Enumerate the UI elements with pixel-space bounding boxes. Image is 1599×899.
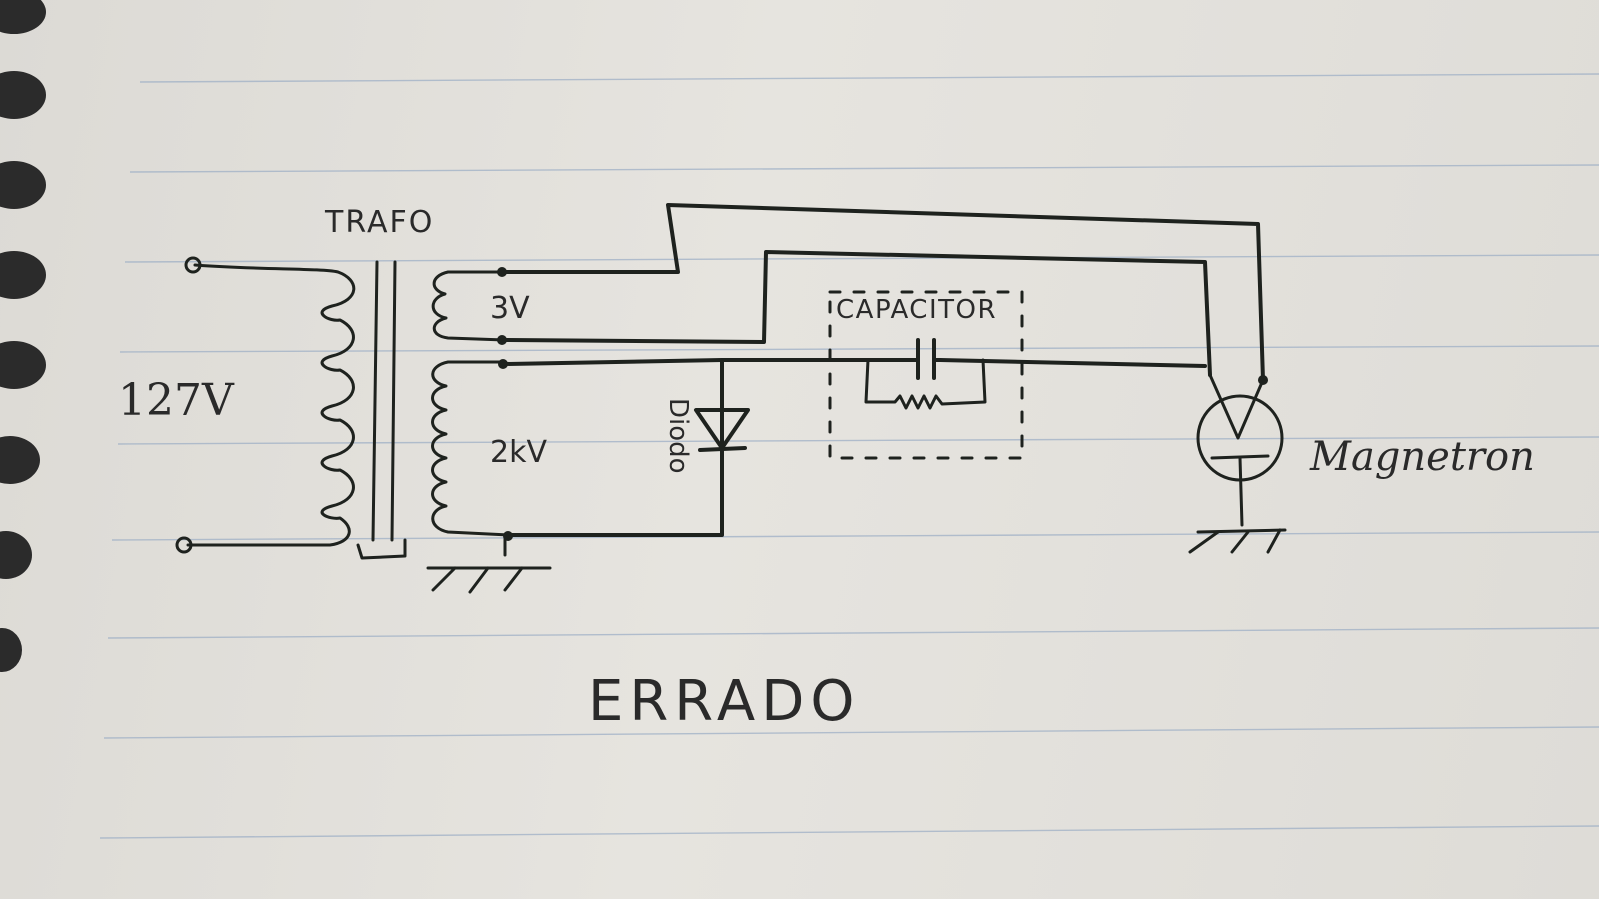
- ground-icon: [1188, 528, 1287, 554]
- transformer-label: TRAFO: [324, 205, 434, 240]
- circuit-wires: [503, 203, 1265, 537]
- magnetron-icon: [1196, 373, 1284, 527]
- magnetron-label: Magnetron: [1309, 434, 1535, 480]
- capacitor-label: CAPACITOR: [836, 295, 997, 325]
- resistor-icon: [864, 358, 987, 410]
- ground-icon: [426, 534, 552, 594]
- ruled-lines: [99, 73, 1599, 839]
- capacitor-dashed-box: [828, 290, 1024, 460]
- low-winding-label: 3V: [490, 291, 530, 326]
- capacitor-icon: [898, 338, 942, 380]
- spiral-binding: [0, 0, 46, 672]
- caption-label: ERRADO: [588, 669, 860, 734]
- high-winding-label: 2kV: [490, 435, 547, 470]
- diode-label: Diodo: [663, 398, 693, 474]
- input-voltage-label: 127V: [118, 375, 235, 426]
- diode-icon: [694, 408, 750, 452]
